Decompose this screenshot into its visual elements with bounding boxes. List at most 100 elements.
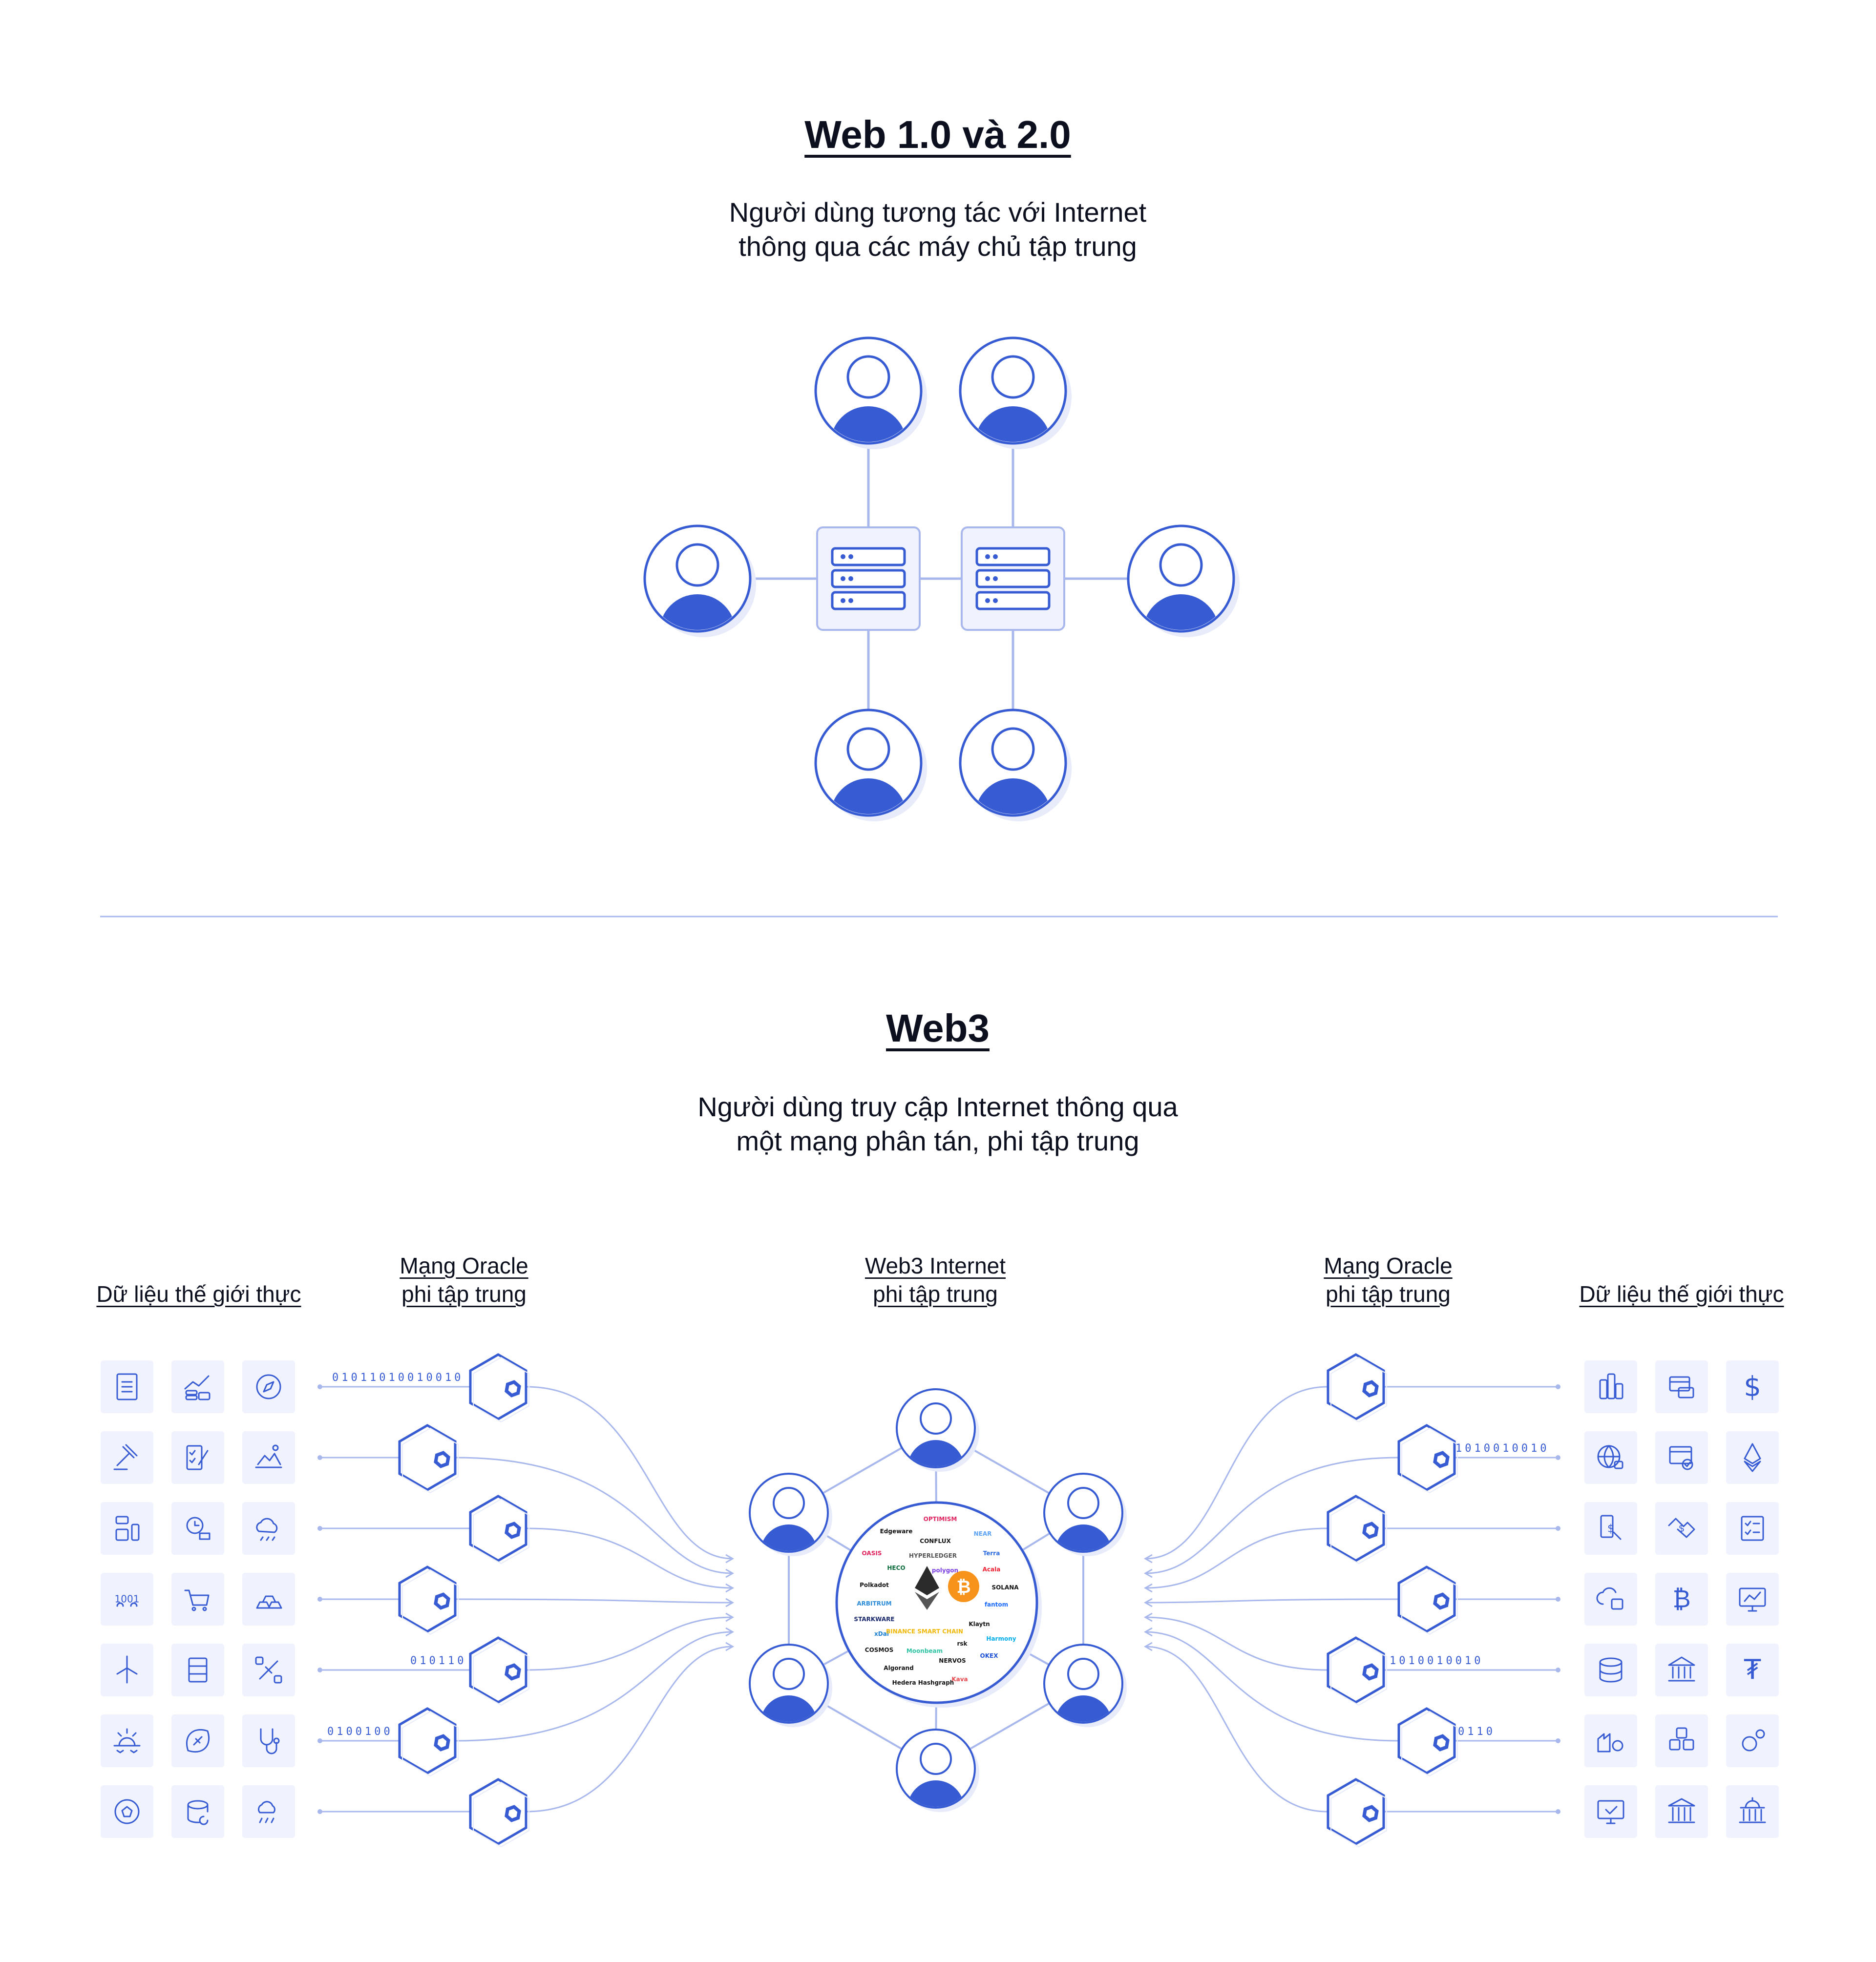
chain-logo-label: xDai: [874, 1630, 889, 1637]
chain-logo-label: SOLANA: [991, 1584, 1019, 1591]
right-data-icon-grid: $ $ $ ₿ ₮: [1584, 1360, 1779, 1838]
devices-icon: [101, 1502, 153, 1555]
svg-text:$: $: [1679, 1523, 1685, 1534]
government-icon: [1655, 1785, 1708, 1838]
oracle-node-icon: [1328, 1638, 1387, 1705]
database-icon: [1584, 1644, 1637, 1696]
web2-title: Web 1.0 và 2.0: [804, 113, 1071, 156]
gold-bars-icon: [242, 1573, 295, 1626]
city-buildings-icon: [1584, 1360, 1637, 1413]
chain-logo-label: Kava: [951, 1676, 968, 1683]
stethoscope-icon: [242, 1714, 295, 1767]
oracle-node-icon: [1399, 1567, 1457, 1634]
chain-logo-label: STARKWARE: [854, 1616, 894, 1623]
chain-logo-label: Moonbeam: [906, 1648, 943, 1654]
invoice-icon: [101, 1360, 153, 1413]
chain-logo-label: OKEX: [980, 1652, 999, 1659]
binary-stream-text: 1010010010: [1390, 1655, 1483, 1667]
satellite-icon: [242, 1644, 295, 1696]
svg-text:₿: ₿: [1672, 1585, 1690, 1613]
bitcoin-logo-icon: ₿: [948, 1571, 979, 1602]
chain-logo-label: Algorand: [884, 1665, 913, 1671]
handshake-icon: $: [1655, 1502, 1708, 1555]
chain-logo-label: OPTIMISM: [924, 1516, 957, 1523]
right-oracle-label-line2: phi tập trung: [1326, 1281, 1451, 1307]
chain-logo-label: NERVOS: [939, 1657, 966, 1664]
delivery-clock-icon: [171, 1502, 224, 1555]
chain-logo-label: Polkadot: [860, 1582, 889, 1588]
svg-text:₮: ₮: [1744, 1654, 1761, 1686]
chain-logo-label: OASIS: [862, 1550, 882, 1557]
chain-logo-label: fantom: [985, 1601, 1008, 1608]
user-icon: [816, 338, 927, 482]
oracle-node-icon: [1328, 1496, 1387, 1564]
oracle-node-icon: [470, 1355, 529, 1422]
chain-logo-label: Edgeware: [880, 1528, 913, 1535]
oracle-node-icon: [1399, 1425, 1457, 1493]
checklist-edit-icon: [171, 1431, 224, 1484]
chain-logo-label: NEAR: [974, 1530, 992, 1537]
oracle-node-icon: [470, 1496, 529, 1564]
chain-logo-label: BINANCE SMART CHAIN: [886, 1628, 963, 1635]
chain-logo-label: Harmony: [986, 1635, 1016, 1642]
user-icon: [645, 526, 756, 670]
chain-logo-label: Terra: [983, 1550, 1000, 1557]
oracle-node-icon: [1328, 1779, 1387, 1847]
chain-logo-label: polygon: [932, 1567, 958, 1574]
mobile-payment-icon: $: [1584, 1502, 1637, 1555]
user-icon: [750, 1474, 832, 1581]
web2-diagram: [645, 338, 1240, 855]
payment-card-icon: [1655, 1360, 1708, 1413]
wind-turbine-icon: [101, 1644, 153, 1696]
left-oracle-label-line2: phi tập trung: [401, 1281, 527, 1307]
football-icon: [171, 1714, 224, 1767]
chain-logo-label: Acala: [983, 1566, 1001, 1573]
right-oracle-label-line1: Mạng Oracle: [1324, 1253, 1453, 1278]
ethereum-logo-icon: [915, 1566, 939, 1610]
bank-icon: [1655, 1644, 1708, 1696]
user-icon: [960, 338, 1072, 482]
svg-text:$: $: [1607, 1523, 1614, 1535]
user-icon: [750, 1645, 832, 1752]
binary-stream-text: 010110: [410, 1655, 466, 1667]
chain-logo-label: Hedera Hashgraph: [892, 1679, 954, 1686]
oracle-node-icon: [400, 1709, 458, 1776]
svg-text:₿: ₿: [956, 1577, 970, 1597]
sunrise-icon: [101, 1714, 153, 1767]
cloud-lock-icon: [1584, 1573, 1637, 1626]
web3-title: Web3: [886, 1006, 990, 1050]
svg-text:$: $: [1744, 1371, 1761, 1403]
barrel-icon: [171, 1644, 224, 1696]
binary-stream-text: 0100100: [327, 1726, 393, 1738]
center-label-line2: phi tập trung: [873, 1281, 998, 1307]
chain-logo-label: ARBITRUM: [857, 1600, 891, 1607]
left-oracle-label-line1: Mạng Oracle: [400, 1253, 528, 1278]
gears-icon: [1726, 1714, 1779, 1767]
card-check-icon: [1655, 1431, 1708, 1484]
gavel-icon: [101, 1431, 153, 1484]
growth-coins-icon: [171, 1360, 224, 1413]
left-data-icon-grid: 1001: [101, 1360, 295, 1838]
capitol-icon: [1726, 1785, 1779, 1838]
chain-logo-label: CONFLUX: [920, 1538, 951, 1545]
chain-logo-label: Klaytn: [969, 1621, 990, 1628]
user-icon: [897, 1389, 979, 1497]
binary-stream-text: 0110: [1458, 1726, 1496, 1738]
user-icon: [1044, 1645, 1127, 1752]
oracle-node-icon: [470, 1638, 529, 1705]
weather-cloud-icon: [242, 1502, 295, 1555]
bitcoin-icon: ₿: [1655, 1573, 1708, 1626]
oracle-node-icon: [1328, 1355, 1387, 1422]
soccer-ball-icon: [101, 1785, 153, 1838]
user-icon: [960, 710, 1072, 855]
chain-logo-label: HYPERLEDGER: [909, 1552, 957, 1559]
server-icon: [962, 527, 1064, 630]
rain-icon: [242, 1785, 295, 1838]
user-icon: [1044, 1474, 1127, 1581]
landscape-icon: [242, 1431, 295, 1484]
oracle-node-icon: [400, 1425, 458, 1493]
shopping-cart-icon: [171, 1573, 224, 1626]
